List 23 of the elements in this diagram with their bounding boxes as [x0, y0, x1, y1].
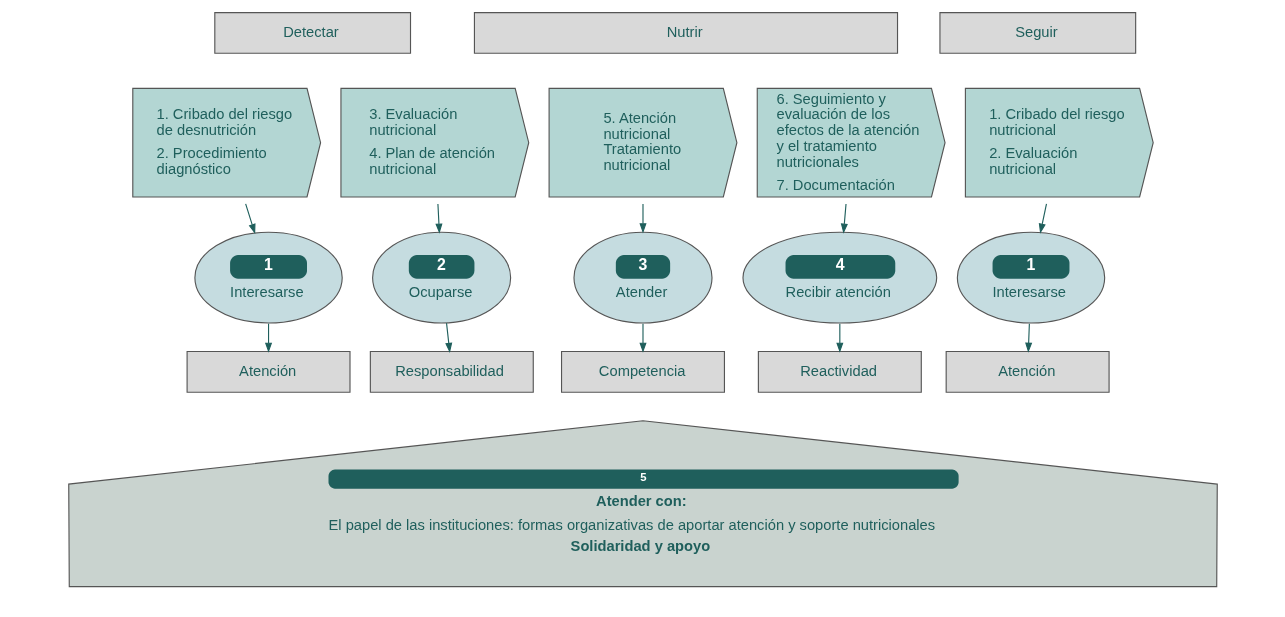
node-box: Seguir	[938, 12, 1136, 54]
node-box: Atención	[945, 350, 1110, 393]
node-box: Detectar	[213, 12, 411, 54]
node-box: Atención	[186, 350, 351, 393]
node-box: Competencia	[560, 350, 725, 393]
node-ellipse: 3 Atender	[572, 231, 713, 324]
arrow	[840, 203, 848, 234]
arrow	[1038, 203, 1047, 234]
node-ellipse: 2 Ocuparse	[371, 231, 511, 324]
arrow	[444, 322, 452, 354]
arrow	[638, 203, 647, 234]
arrow	[1024, 323, 1032, 353]
node-box: Reactividad	[757, 350, 922, 393]
arrow	[434, 203, 442, 234]
node-box: Nutrir	[473, 12, 898, 54]
arrow	[835, 323, 843, 353]
arrow	[244, 203, 255, 235]
node-ellipse: 4 Recibir atención	[741, 231, 937, 324]
node-box: Responsabilidad	[369, 350, 534, 393]
arrow	[264, 323, 272, 353]
node-ellipse: 1 Interesarse	[193, 231, 343, 324]
node-ellipse: 1 Interesarse	[956, 231, 1105, 324]
arrow	[638, 323, 647, 353]
